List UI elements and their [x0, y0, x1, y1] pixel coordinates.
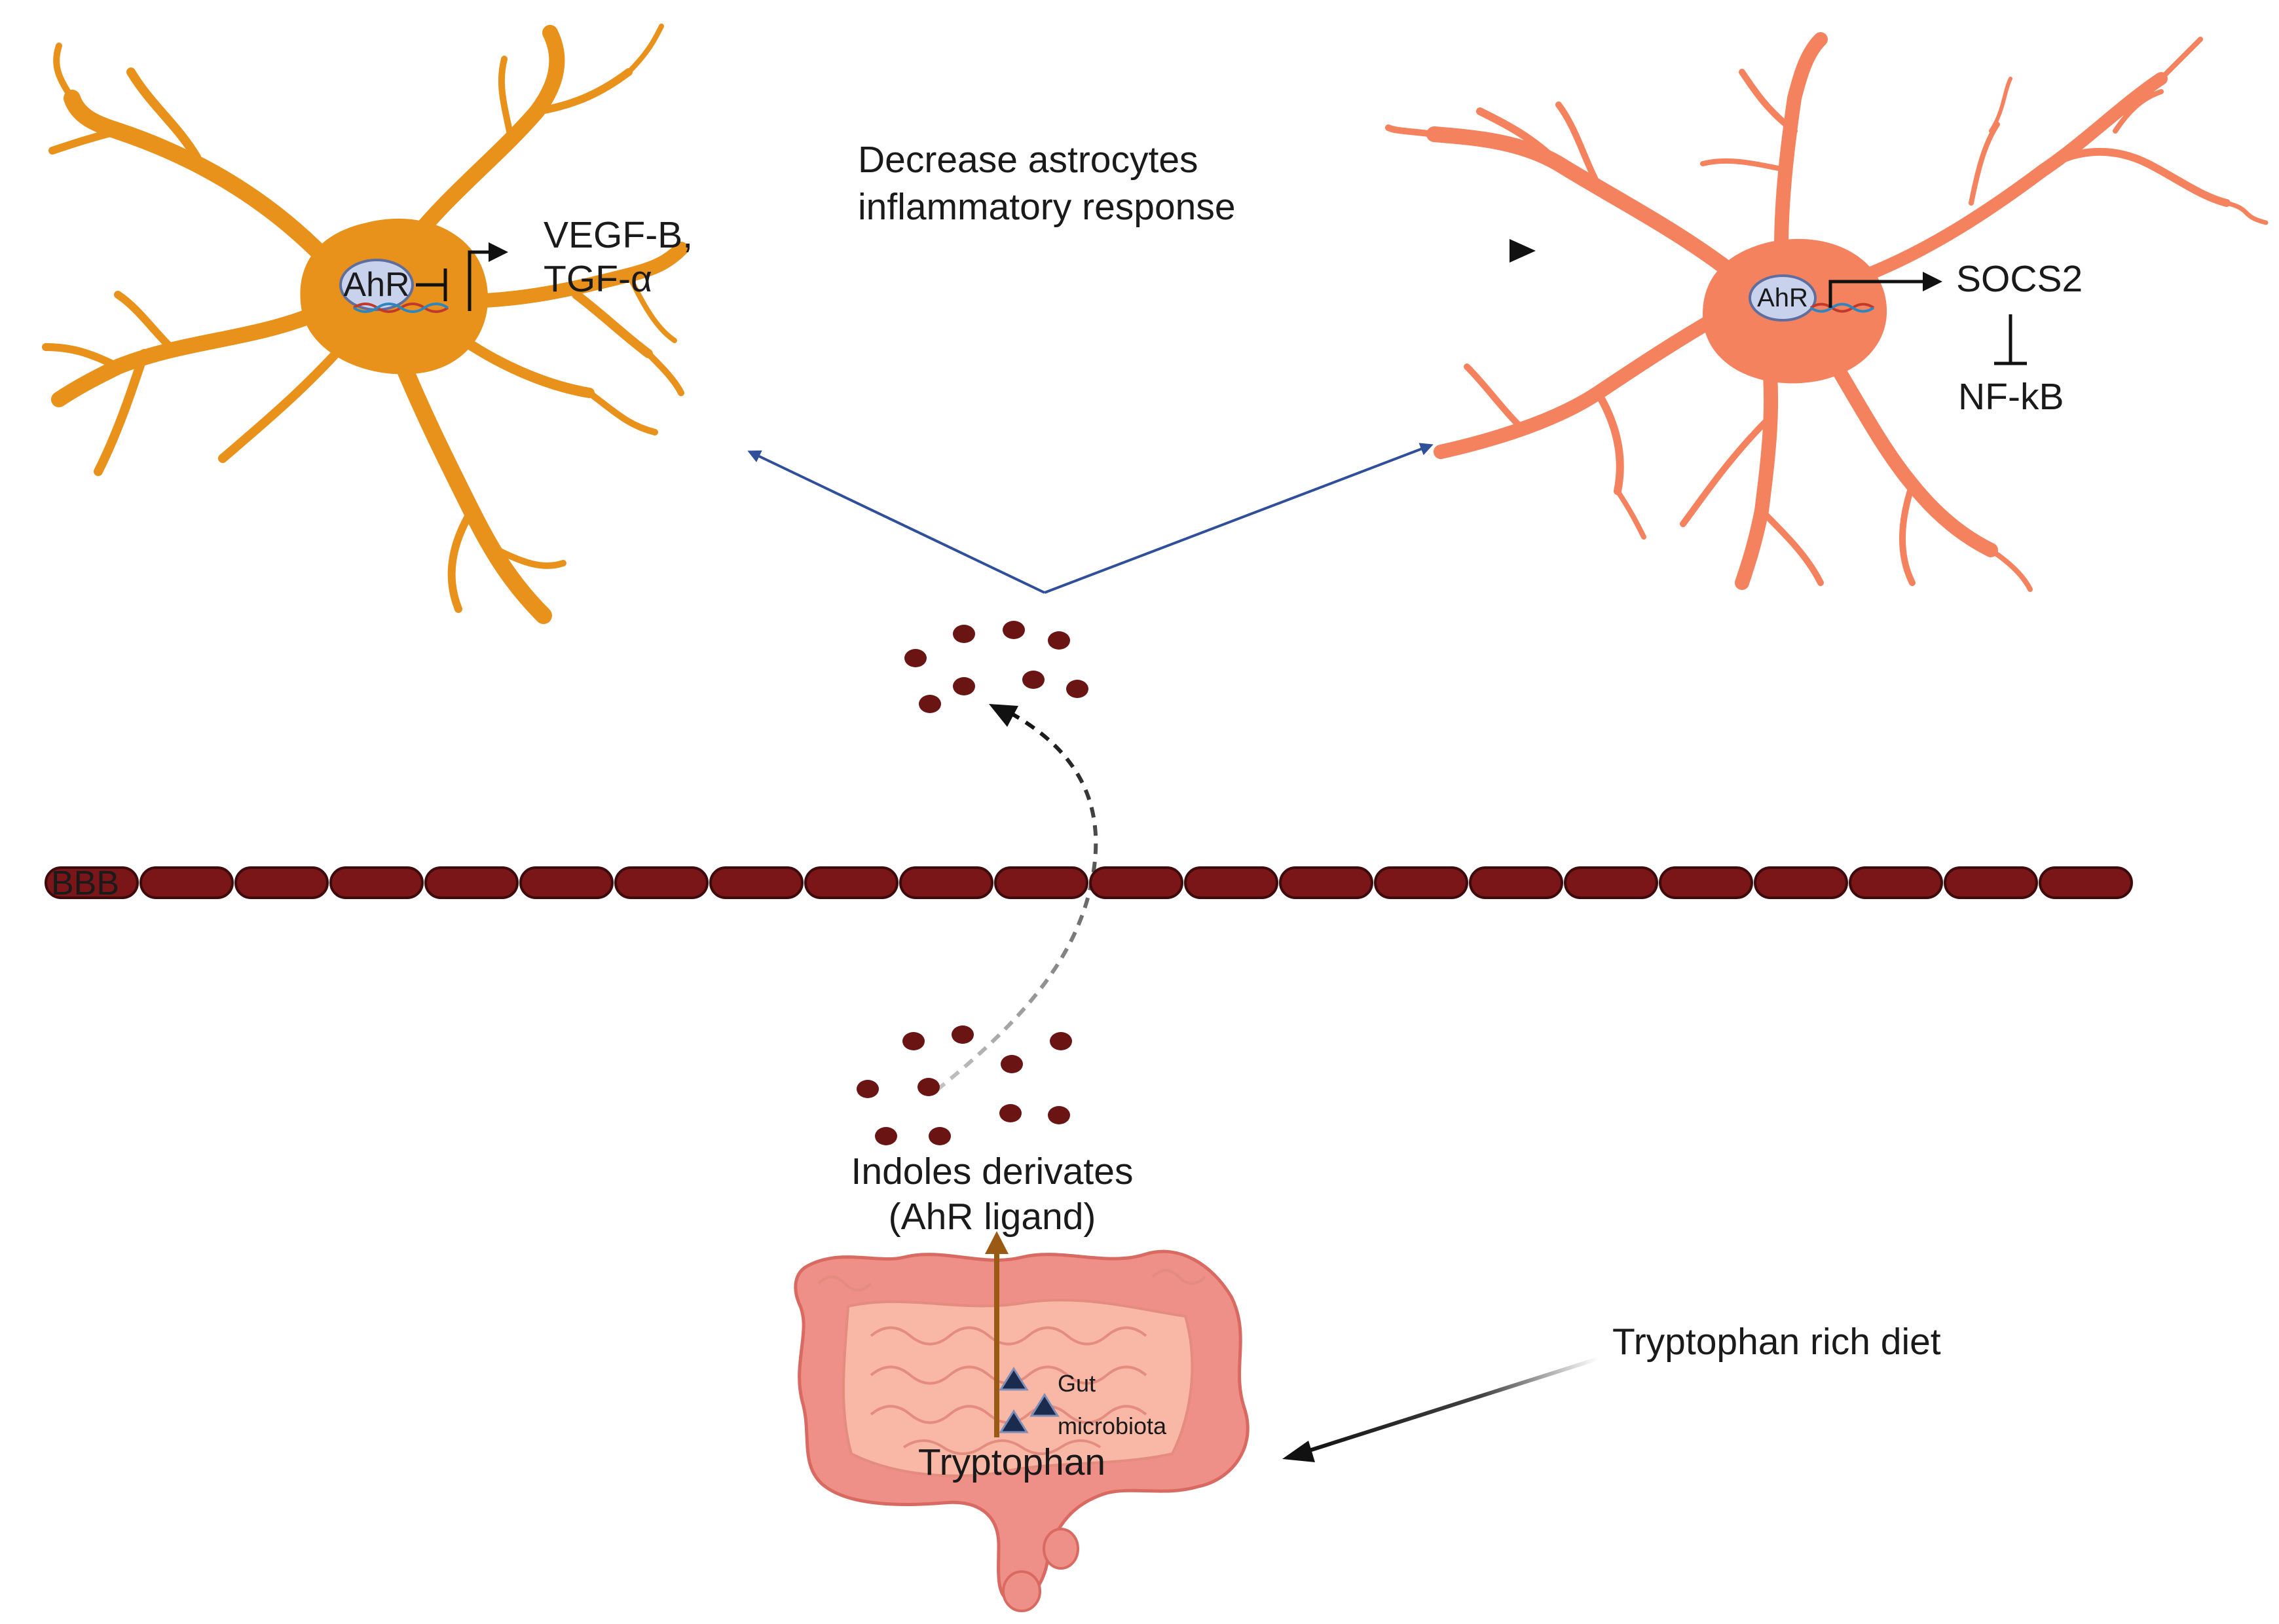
- gut-microbiota-line2: microbiota: [1058, 1412, 1167, 1439]
- gut-microbiota-line1: Gut: [1058, 1370, 1096, 1397]
- ahr-ligand-dots-gut: [857, 1025, 1072, 1145]
- diet-label: Tryptophan rich diet: [1612, 1321, 1941, 1363]
- transcription-arrow-icon: [468, 242, 508, 311]
- conversion-arrow-head: [985, 1231, 1009, 1254]
- right-dna-strand: [1809, 303, 1875, 313]
- tryptophan-label: Tryptophan: [918, 1441, 1105, 1483]
- nfkb-label: NF-kB: [1958, 376, 2064, 418]
- bbb-label: BBB: [51, 864, 119, 902]
- right-ahr-label: AhR: [1757, 284, 1808, 312]
- astrocyte-icon: [42, 24, 688, 624]
- ligand-crossing-arrow-head: [989, 704, 1018, 727]
- socs2-label: SOCS2: [1956, 258, 2083, 300]
- indoles-label-line2: (AhR ligand): [889, 1196, 1096, 1238]
- transcription-arrow-icon: [1828, 272, 1942, 308]
- ahr-ligand-dots-brain: [904, 621, 1088, 713]
- left-dna-strand: [352, 303, 449, 313]
- diet-arrow-head: [1282, 1441, 1315, 1462]
- left-genes-line2: TGF-α: [544, 258, 652, 300]
- diet-arrow: [1303, 1357, 1599, 1454]
- left-ahr-label: AhR: [343, 266, 409, 304]
- arrow-label-line2: inflammatory response: [858, 186, 1236, 228]
- blood-brain-barrier-icon: [45, 866, 2133, 899]
- indoles-label-line1: Indoles derivates: [851, 1151, 1134, 1192]
- ligand-target-arrows: [747, 443, 1434, 594]
- inhibition-icon: [416, 268, 447, 301]
- reactive-astrocyte-icon: [1385, 32, 2269, 592]
- arrow-label-line1: Decrease astrocytes: [858, 139, 1198, 181]
- inhibition-icon: [1994, 314, 2027, 365]
- top-arrow-head: [1510, 239, 1536, 263]
- ligand-crossing-arrow: [935, 712, 1098, 1092]
- triangle-microbe-icon: [999, 1367, 1060, 1433]
- left-genes-line1: VEGF-B,: [544, 214, 693, 256]
